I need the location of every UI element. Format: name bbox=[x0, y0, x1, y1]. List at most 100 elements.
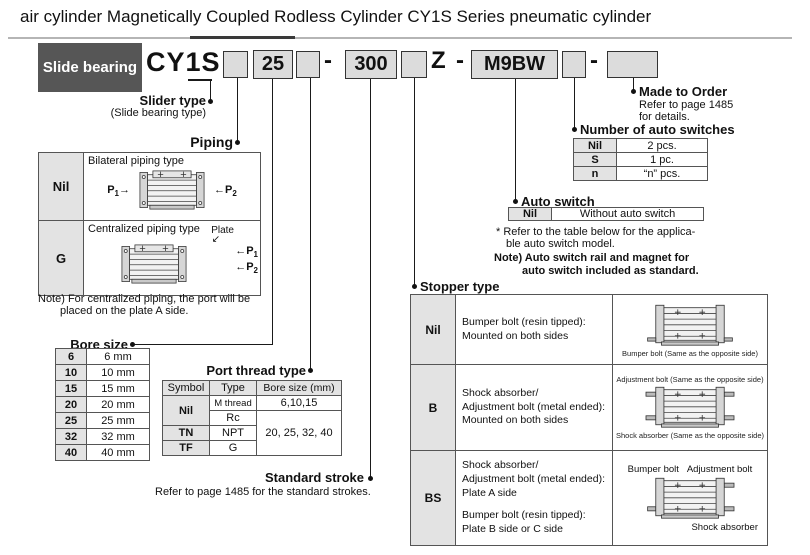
model-box-port-thread bbox=[296, 51, 320, 78]
port-p2-label: P2 bbox=[214, 184, 237, 198]
piping-symbol: Nil bbox=[38, 152, 84, 221]
model-box-stroke: 300 bbox=[345, 50, 397, 79]
piping-table: Nil Bilateral piping type P1 bbox=[38, 152, 261, 296]
page-title: air cylinder Magnetically Coupled Rodles… bbox=[20, 7, 652, 26]
stopper-caption-top: Adjustment bolt (Same as the opposite si… bbox=[616, 375, 764, 384]
connector-slider-type bbox=[210, 80, 211, 101]
label-standard-stroke: Standard stroke bbox=[265, 470, 364, 485]
auto-switch-ref1: * Refer to the table below for the appli… bbox=[496, 226, 696, 238]
connector-switch-qty bbox=[574, 78, 575, 129]
label-stopper: Stopper type bbox=[420, 279, 500, 294]
stopper-diagram-cell: Adjustment bolt (Same as the opposite si… bbox=[612, 364, 768, 451]
cylinder-diagram-icon bbox=[616, 302, 764, 349]
label-slider-type: Slider type bbox=[139, 93, 206, 108]
arrow-left-icon bbox=[235, 261, 246, 273]
label-switch-qty: Number of auto switches bbox=[580, 122, 735, 137]
piping-symbol: G bbox=[38, 220, 84, 296]
table-row: G Centralized piping type Plate ↙ bbox=[38, 220, 261, 296]
connector-piping bbox=[237, 78, 238, 143]
piping-note-line1: Note) For centralized piping, the port w… bbox=[38, 293, 251, 305]
auto-switch-note1: Note) Auto switch rail and magnet for bbox=[494, 252, 690, 264]
model-dash-1: - bbox=[324, 47, 332, 74]
slide-bearing-badge: Slide bearing bbox=[38, 43, 142, 92]
table-row: Nil M thread 6,10,15 bbox=[162, 395, 342, 426]
connector-stopper bbox=[414, 78, 415, 286]
model-box-switch-qty bbox=[562, 51, 586, 78]
piping-row-title: Centralized piping type bbox=[88, 223, 200, 235]
label-piping: Piping bbox=[190, 134, 233, 150]
cylinder-diagram-icon bbox=[112, 243, 196, 288]
table-row: TF G bbox=[162, 440, 342, 456]
model-box-made-to-order bbox=[607, 51, 658, 78]
standard-stroke-note: Refer to page 1485 for the standard stro… bbox=[155, 486, 371, 498]
stopper-desc: Shock absorber/Adjustment bolt (metal en… bbox=[455, 364, 613, 451]
model-box-bore: 25 bbox=[253, 50, 293, 79]
auto-switch-note2: auto switch included as standard. bbox=[522, 265, 699, 277]
title-divider-dark-segment bbox=[190, 36, 295, 39]
stopper-caption-top-labels: Bumper bolt Adjustment bolt bbox=[627, 463, 753, 475]
dot-port-thread bbox=[308, 368, 313, 373]
arrow-right-icon bbox=[119, 184, 130, 196]
table-row: Rc 20, 25, 32, 40 bbox=[163, 410, 342, 456]
port-p2-label: P2 bbox=[235, 261, 258, 275]
plate-label: Plate bbox=[211, 225, 234, 236]
auto-switch-ref2: ble auto switch model. bbox=[506, 238, 615, 250]
made-to-order-note1: Refer to page 1485 bbox=[639, 99, 734, 111]
stopper-caption-bottom: Shock absorber bbox=[691, 521, 758, 533]
plate-arrow-icon: ↙ bbox=[211, 234, 220, 245]
stopper-desc: Bumper bolt (resin tipped):Mounted on bo… bbox=[455, 294, 613, 365]
stopper-caption-bottom: Shock absorber (Same as the opposite sid… bbox=[616, 431, 764, 440]
cylinder-diagram-icon bbox=[616, 475, 764, 522]
made-to-order-note2: for details. bbox=[639, 111, 690, 123]
label-slider-type-sub: (Slide bearing type) bbox=[110, 107, 206, 119]
piping-note-line2: placed on the plate A side. bbox=[60, 305, 189, 317]
dot-bore-size bbox=[130, 342, 135, 347]
stopper-table: Nil Bumper bolt (resin tipped):Mounted o… bbox=[410, 294, 768, 546]
piping-row-title: Bilateral piping type bbox=[88, 155, 185, 167]
dot-made-to-order bbox=[631, 89, 636, 94]
label-port-thread: Port thread type bbox=[206, 363, 306, 378]
table-row: n“n” pcs. bbox=[573, 166, 708, 181]
table-row: Nil Bilateral piping type P1 bbox=[38, 152, 261, 221]
stopper-desc: Shock absorber/Adjustment bolt (metal en… bbox=[455, 450, 613, 546]
port-thread-table: Symbol Type Bore size (mm) Nil M thread … bbox=[162, 380, 342, 456]
auto-switch-table: Nil Without auto switch bbox=[508, 207, 704, 221]
dot-switch-qty bbox=[572, 127, 577, 132]
series-code: CY1S bbox=[146, 47, 221, 77]
model-box-stopper bbox=[401, 51, 427, 78]
connector-port-thread bbox=[310, 78, 311, 370]
label-auto-switch: Auto switch bbox=[521, 194, 595, 209]
dot-auto-switch bbox=[513, 199, 518, 204]
port-p1-label: P1 bbox=[107, 184, 130, 198]
dot-stopper bbox=[412, 284, 417, 289]
stopper-caption-bottom: Bumper bolt (Same as the opposite side) bbox=[622, 348, 758, 358]
model-z-code: Z bbox=[431, 47, 446, 74]
table-row: Symbol Type Bore size (mm) bbox=[162, 380, 342, 396]
connector-bore-size bbox=[272, 79, 273, 344]
arrow-left-icon bbox=[235, 245, 246, 257]
connector-standard-stroke bbox=[370, 79, 371, 478]
dot-standard-stroke bbox=[368, 476, 373, 481]
connector-auto-switch bbox=[515, 79, 516, 201]
connector-made-to-order bbox=[633, 78, 634, 91]
cylinder-diagram-icon bbox=[130, 169, 214, 214]
dot-slider-type bbox=[208, 99, 213, 104]
table-row: BS Shock absorber/Adjustment bolt (metal… bbox=[410, 450, 768, 546]
stopper-diagram-cell: Bumper bolt (Same as the opposite side) bbox=[612, 294, 768, 365]
series-underline bbox=[188, 79, 212, 81]
table-row: Nil Bumper bolt (resin tipped):Mounted o… bbox=[410, 294, 768, 365]
model-dash-3: - bbox=[590, 47, 598, 74]
cylinder-diagram-icon bbox=[616, 384, 764, 431]
table-row: Nil Without auto switch bbox=[508, 207, 704, 221]
